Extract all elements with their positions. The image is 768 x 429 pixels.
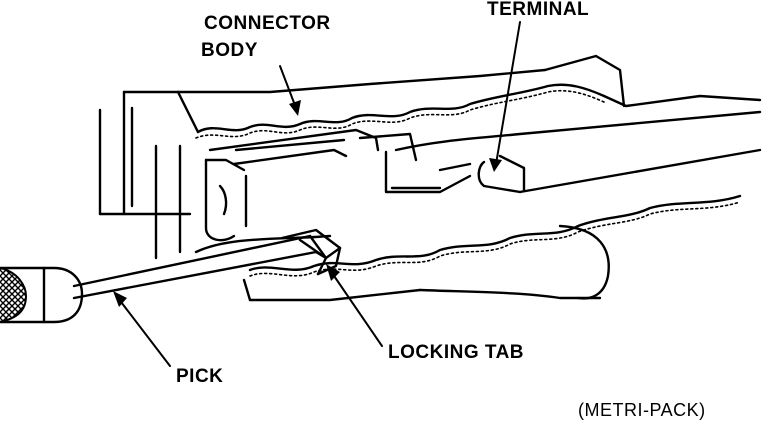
connector-body-label-line1: CONNECTOR (204, 13, 331, 34)
connector-body-arrowhead (289, 100, 301, 116)
connector-body-shell (176, 54, 762, 139)
terminal-label: TERMINAL (487, 0, 590, 20)
pick-shaft (72, 234, 328, 300)
pick-label: PICK (176, 366, 224, 387)
connector-housing-end (98, 90, 200, 260)
terminal-body (384, 110, 762, 194)
locking-tab-label: LOCKING TAB (388, 342, 525, 363)
locking-tab-arrowhead (326, 264, 340, 281)
connector-lower-shell (194, 194, 742, 302)
connector-body-label-line2: BODY (201, 40, 258, 61)
pick-arrowhead (113, 291, 127, 307)
leader-arrows (117, 21, 521, 367)
terminal-arrowhead (489, 158, 502, 172)
pick-handle (0, 266, 84, 324)
diagram-caption: (METRI-PACK) (578, 400, 706, 420)
latch-cavity (204, 128, 418, 242)
